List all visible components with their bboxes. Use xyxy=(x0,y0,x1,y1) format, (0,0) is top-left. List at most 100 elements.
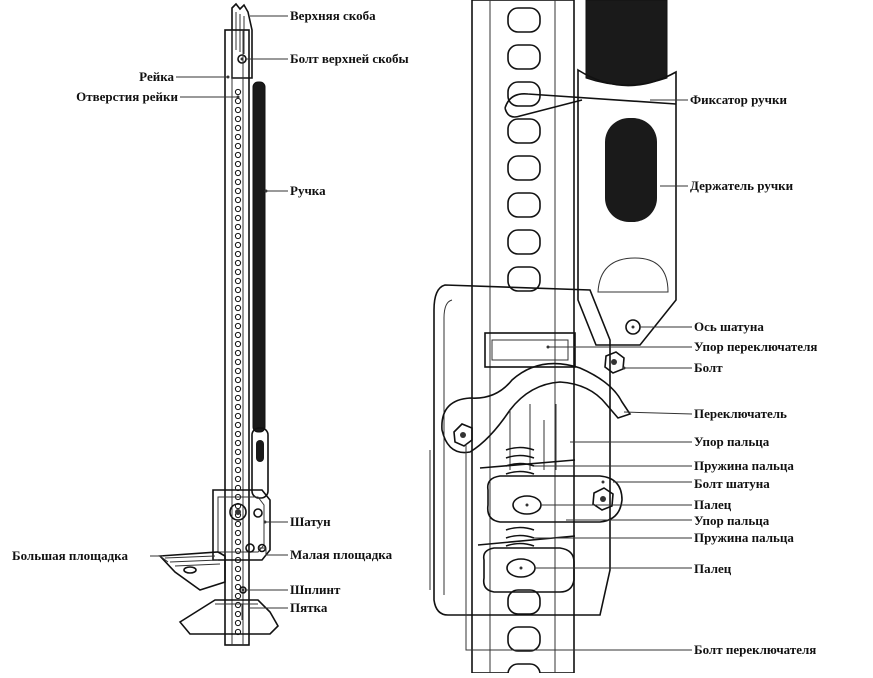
closeup-connecting-rod xyxy=(486,475,623,523)
rack-hole xyxy=(234,376,242,384)
label-pin-2: Палец xyxy=(694,561,732,576)
closeup-lower-plate xyxy=(482,547,575,593)
label-cotter-pin: Шплинт xyxy=(290,582,341,597)
label-top-clamp: Верхняя скоба xyxy=(290,8,376,23)
label-switch-bolt: Болт переключателя xyxy=(694,642,816,657)
label-large-platform: Большая площадка xyxy=(12,548,128,563)
closeup-rack-hole xyxy=(507,266,541,292)
rack-hole xyxy=(234,412,242,420)
rack-hole xyxy=(234,133,242,141)
label-handle-holder: Держатель ручки xyxy=(690,178,794,193)
closeup-pin-spring-lower xyxy=(505,526,535,547)
label-small-platform: Малая площадка xyxy=(290,547,393,562)
rack-hole xyxy=(234,574,242,582)
closeup-rack-hole xyxy=(507,155,541,181)
rack-hole xyxy=(234,232,242,240)
rack-hole xyxy=(234,331,242,339)
rack-hole xyxy=(234,601,242,609)
rack-hole xyxy=(234,592,242,600)
label-pin-spring-2: Пружина пальца xyxy=(694,530,794,545)
rack-hole xyxy=(234,115,242,123)
rack-hole xyxy=(234,430,242,438)
closeup-switch-bolt-head xyxy=(453,423,473,447)
label-switch-stop: Упор переключателя xyxy=(694,339,817,354)
rack-hole xyxy=(234,367,242,375)
rack-hole xyxy=(234,304,242,312)
rack-hole xyxy=(234,286,242,294)
rack-hole xyxy=(234,610,242,618)
rack-hole xyxy=(234,538,242,546)
handle-socket xyxy=(251,427,269,499)
label-rack: Рейка xyxy=(139,69,174,84)
rack-hole xyxy=(234,142,242,150)
leader-lines xyxy=(150,15,693,609)
closeup-handle-grip xyxy=(585,0,668,86)
large-platform xyxy=(158,551,226,591)
label-top-clamp-bolt: Болт верхней скобы xyxy=(290,51,409,66)
right-labels: Фиксатор ручки Держатель ручки Ось шатун… xyxy=(690,92,817,657)
closeup-handle-holder xyxy=(577,68,677,346)
rack-hole xyxy=(234,385,242,393)
rack-hole xyxy=(234,322,242,330)
rack-hole xyxy=(234,358,242,366)
label-connecting-rod: Шатун xyxy=(290,514,331,529)
label-rod-axle: Ось шатуна xyxy=(694,319,764,334)
rack-hole xyxy=(234,403,242,411)
label-pin-1: Палец xyxy=(694,497,732,512)
label-pin-spring-1: Пружина пальца xyxy=(694,458,794,473)
closeup-holder-slot xyxy=(605,118,657,222)
foot xyxy=(178,599,279,635)
label-switch: Переключатель xyxy=(694,406,787,421)
closeup-rack-hole xyxy=(507,192,541,218)
closeup-rack-hole xyxy=(507,7,541,33)
rack-hole xyxy=(234,619,242,627)
handle xyxy=(252,81,266,433)
rack-hole xyxy=(234,547,242,555)
rack-hole xyxy=(234,187,242,195)
rack-hole xyxy=(234,529,242,537)
rack-hole xyxy=(234,313,242,321)
rack-hole xyxy=(234,448,242,456)
rack-hole xyxy=(234,124,242,132)
label-bolt: Болт xyxy=(694,360,723,375)
rack-hole xyxy=(234,169,242,177)
label-foot: Пятка xyxy=(290,600,328,615)
rack-hole xyxy=(234,421,242,429)
rack-bar xyxy=(224,29,250,646)
rack-hole xyxy=(234,340,242,348)
closeup-rack-holes xyxy=(507,7,541,678)
rack-hole xyxy=(234,295,242,303)
jack-overview xyxy=(158,2,279,646)
label-handle-latch: Фиксатор ручки xyxy=(690,92,787,107)
rack-hole xyxy=(234,394,242,402)
closeup-rack-hole xyxy=(507,229,541,255)
closeup-rack-hole xyxy=(507,44,541,70)
top-clamp xyxy=(231,2,253,79)
connecting-rod-axle xyxy=(229,503,247,521)
rack-hole xyxy=(234,205,242,213)
rack-hole xyxy=(234,520,242,528)
rack-hole xyxy=(234,439,242,447)
left-labels: Верхняя скоба Болт верхней скобы Рейка О… xyxy=(12,8,409,615)
rack-hole xyxy=(234,457,242,465)
rack-hole xyxy=(234,151,242,159)
rack-hole xyxy=(234,250,242,258)
rack-holes xyxy=(234,88,242,636)
rack-hole xyxy=(234,88,242,96)
closeup-switch xyxy=(441,362,632,454)
rack-hole xyxy=(234,178,242,186)
mechanism-body xyxy=(212,489,271,561)
rack-hole xyxy=(234,565,242,573)
rack-hole xyxy=(234,259,242,267)
rack-hole xyxy=(234,106,242,114)
label-rack-holes: Отверстия рейки xyxy=(76,89,178,104)
label-pin-stop-2: Упор пальца xyxy=(694,513,770,528)
closeup-housing xyxy=(433,284,611,616)
rack-hole xyxy=(234,583,242,591)
rack-hole xyxy=(234,349,242,357)
closeup-handle-latch xyxy=(504,92,677,118)
mechanism-closeup xyxy=(429,0,692,678)
closeup-pin-spring-upper xyxy=(505,446,535,475)
rack-hole xyxy=(234,223,242,231)
